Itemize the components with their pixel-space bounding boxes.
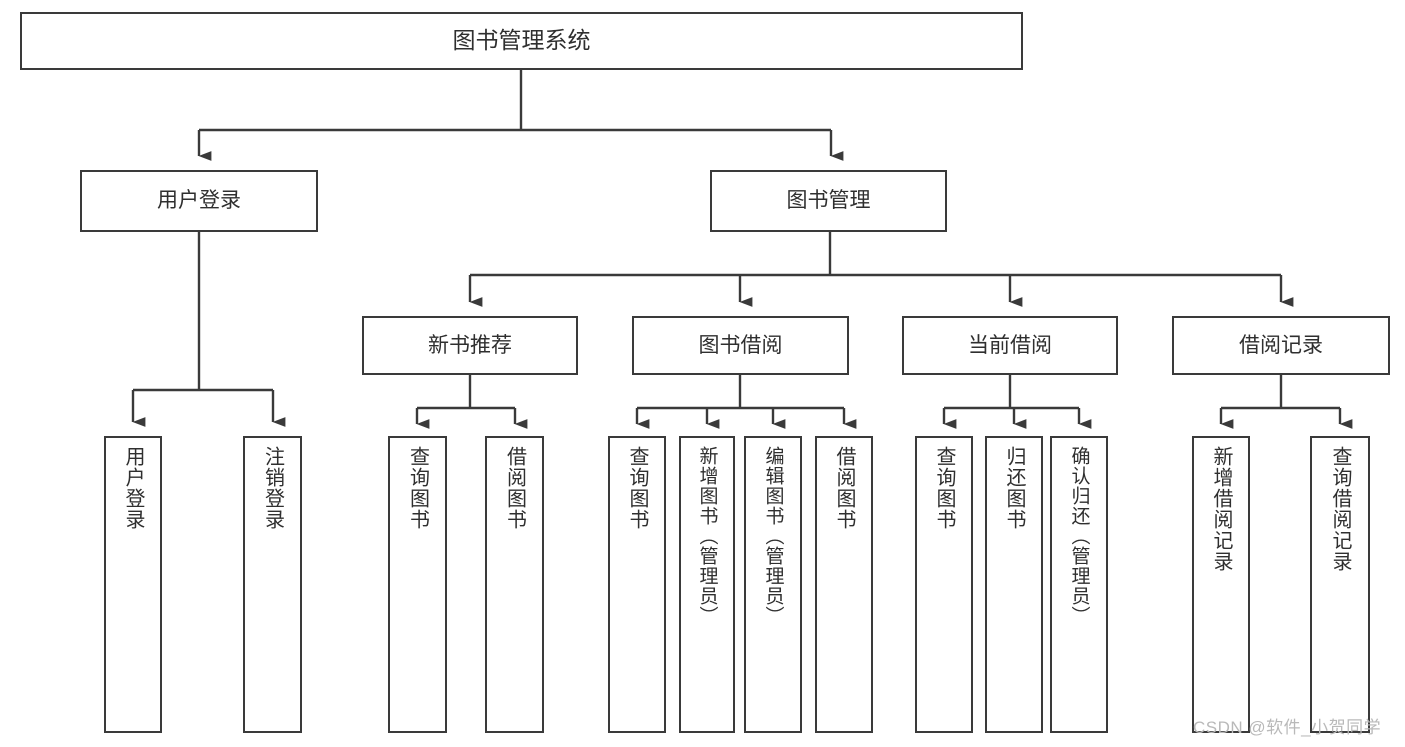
node-label: 新增图书（管理员） [696, 446, 718, 626]
node-label: 图书管理 [786, 189, 871, 213]
node-leaf-confirm-return-admin[interactable]: 确认归还（管理员） [1050, 436, 1108, 733]
node-root-system[interactable]: 图书管理系统 [20, 12, 1023, 70]
csdn-watermark: CSDN @软件_小贺同学 [1193, 718, 1382, 737]
node-leaf-edit-book-admin[interactable]: 编辑图书（管理员） [744, 436, 802, 733]
node-label: 用户登录 [157, 189, 241, 213]
node-user-login[interactable]: 用户登录 [80, 170, 318, 232]
node-label: 借阅记录 [1239, 333, 1323, 357]
node-new-book-recommend[interactable]: 新书推荐 [362, 316, 578, 375]
node-leaf-user-login[interactable]: 用户登录 [104, 436, 162, 733]
node-label: 查询图书 [406, 446, 429, 530]
node-label: 图书借阅 [698, 333, 783, 357]
node-leaf-borrow-book[interactable]: 借阅图书 [815, 436, 873, 733]
node-leaf-add-borrow-record[interactable]: 新增借阅记录 [1192, 436, 1250, 733]
node-label: 查询图书 [933, 446, 955, 530]
node-book-borrow[interactable]: 图书借阅 [632, 316, 849, 375]
node-leaf-query-book-borrow[interactable]: 查询图书 [608, 436, 666, 733]
node-label: 图书管理系统 [452, 27, 591, 54]
node-borrow-record[interactable]: 借阅记录 [1172, 316, 1390, 375]
node-leaf-query-book-current[interactable]: 查询图书 [915, 436, 973, 733]
node-label: 归还图书 [1003, 446, 1025, 530]
node-label: 确认归还（管理员） [1068, 446, 1090, 626]
node-label: 借阅图书 [503, 446, 526, 530]
node-label: 查询借阅记录 [1329, 446, 1351, 572]
node-label: 新书推荐 [428, 333, 512, 357]
node-label: 用户登录 [122, 446, 144, 530]
node-label: 当前借阅 [968, 333, 1052, 357]
node-leaf-return-book[interactable]: 归还图书 [985, 436, 1043, 733]
node-leaf-borrow-book-rec[interactable]: 借阅图书 [485, 436, 544, 733]
node-label: 借阅图书 [833, 446, 855, 530]
node-leaf-add-book-admin[interactable]: 新增图书（管理员） [679, 436, 735, 733]
node-leaf-query-borrow-record[interactable]: 查询借阅记录 [1310, 436, 1370, 733]
node-current-borrow[interactable]: 当前借阅 [902, 316, 1118, 375]
node-leaf-query-book-rec[interactable]: 查询图书 [388, 436, 447, 733]
node-label: 新增借阅记录 [1210, 446, 1232, 572]
node-label: 注销登录 [261, 446, 284, 530]
node-book-manage[interactable]: 图书管理 [710, 170, 947, 232]
node-label: 编辑图书（管理员） [762, 446, 784, 626]
node-label: 查询图书 [626, 446, 648, 530]
node-leaf-user-logout[interactable]: 注销登录 [243, 436, 302, 733]
